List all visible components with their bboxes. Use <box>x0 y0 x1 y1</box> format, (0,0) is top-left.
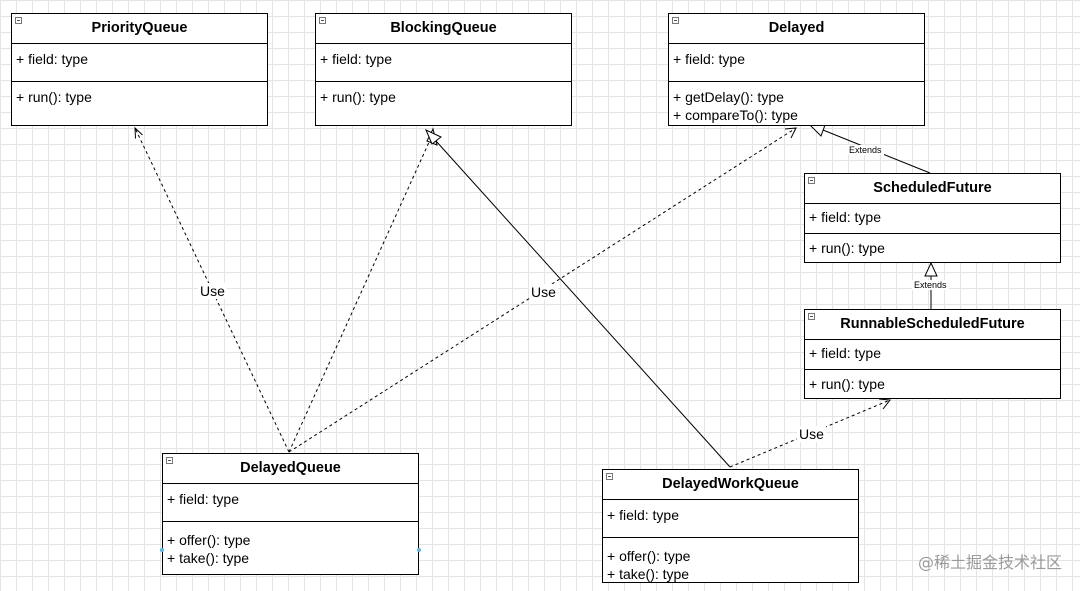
methods-section: + run(): type <box>805 234 1060 257</box>
field-item: + field: type <box>673 51 745 67</box>
methods-section: + run(): type <box>805 370 1060 393</box>
collapse-toggle-icon[interactable] <box>166 457 173 464</box>
class-scheduled-future[interactable]: ScheduledFuture + field: type + run(): t… <box>804 173 1061 263</box>
fields-section: + field: type <box>669 44 924 82</box>
class-name: ScheduledFuture <box>873 180 992 196</box>
edge-label-extends: Extends <box>847 145 884 155</box>
fields-section: + field: type <box>12 44 267 82</box>
edge-label-use: Use <box>797 426 826 442</box>
field-item: + field: type <box>167 491 239 507</box>
field-item: + field: type <box>607 507 679 523</box>
methods-section: + run(): type <box>316 82 571 106</box>
class-header: PriorityQueue <box>12 14 267 44</box>
methods-section: + offer(): type + take(): type <box>163 522 418 567</box>
class-name: BlockingQueue <box>390 20 497 36</box>
class-runnable-scheduled-future[interactable]: RunnableScheduledFuture + field: type + … <box>804 309 1061 399</box>
method-item: + offer(): type <box>607 548 691 564</box>
edge-label-extends: Extends <box>912 280 949 290</box>
method-item: + take(): type <box>607 566 690 582</box>
class-header: RunnableScheduledFuture <box>805 310 1060 340</box>
collapse-toggle-icon[interactable] <box>672 17 679 24</box>
field-item: + field: type <box>809 345 881 361</box>
fields-section: + field: type <box>163 484 418 522</box>
collapse-toggle-icon[interactable] <box>808 177 815 184</box>
field-item: + field: type <box>320 51 392 67</box>
method-item: + take(): type <box>167 550 250 566</box>
class-header: DelayedWorkQueue <box>603 470 858 500</box>
class-name: Delayed <box>768 20 825 36</box>
method-item: + compareTo(): type <box>673 107 798 123</box>
edge-delayedworkqueue-blockingqueue[interactable] <box>425 128 731 468</box>
class-priority-queue[interactable]: PriorityQueue + field: type + run(): typ… <box>11 13 268 126</box>
class-delayed-queue[interactable]: DelayedQueue + field: type + offer(): ty… <box>160 453 421 575</box>
class-header: ScheduledFuture <box>805 174 1060 204</box>
method-item: + run(): type <box>320 89 396 105</box>
methods-section: + getDelay(): type + compareTo(): type <box>669 82 924 124</box>
edge-delayedqueue-blockingqueue[interactable] <box>288 127 438 453</box>
class-name: PriorityQueue <box>91 20 188 36</box>
methods-section: + run(): type <box>12 82 267 106</box>
edge-label-use: Use <box>198 283 227 299</box>
field-item: + field: type <box>16 51 88 67</box>
edge-delayedqueue-priorityqueue[interactable] <box>134 126 290 453</box>
fields-section: + field: type <box>316 44 571 82</box>
class-name: DelayedWorkQueue <box>662 476 799 492</box>
fields-section: + field: type <box>603 500 858 538</box>
methods-section: + offer(): type + take(): type <box>603 538 858 583</box>
method-item: + run(): type <box>16 89 92 105</box>
class-header: BlockingQueue <box>316 14 571 44</box>
collapse-toggle-icon[interactable] <box>606 473 613 480</box>
collapse-toggle-icon[interactable] <box>319 17 326 24</box>
resize-handle-left[interactable] <box>160 548 164 552</box>
class-name: DelayedQueue <box>240 460 341 476</box>
field-item: + field: type <box>809 209 881 225</box>
method-item: + run(): type <box>809 376 885 392</box>
fields-section: + field: type <box>805 204 1060 234</box>
collapse-toggle-icon[interactable] <box>15 17 22 24</box>
class-delayed[interactable]: Delayed + field: type + getDelay(): type… <box>668 13 925 126</box>
method-item: + run(): type <box>809 240 885 256</box>
collapse-toggle-icon[interactable] <box>808 313 815 320</box>
method-item: + offer(): type <box>167 532 251 548</box>
method-item: + getDelay(): type <box>673 89 784 105</box>
resize-handle-right[interactable] <box>417 548 421 552</box>
edge-label-use: Use <box>529 284 558 300</box>
class-header: Delayed <box>669 14 924 44</box>
class-name: RunnableScheduledFuture <box>840 316 1025 332</box>
fields-section: + field: type <box>805 340 1060 370</box>
class-delayed-work-queue[interactable]: DelayedWorkQueue + field: type + offer()… <box>602 469 859 583</box>
class-blocking-queue[interactable]: BlockingQueue + field: type + run(): typ… <box>315 13 572 126</box>
class-header: DelayedQueue <box>163 454 418 484</box>
watermark: @稀土掘金技术社区 <box>917 553 1062 572</box>
